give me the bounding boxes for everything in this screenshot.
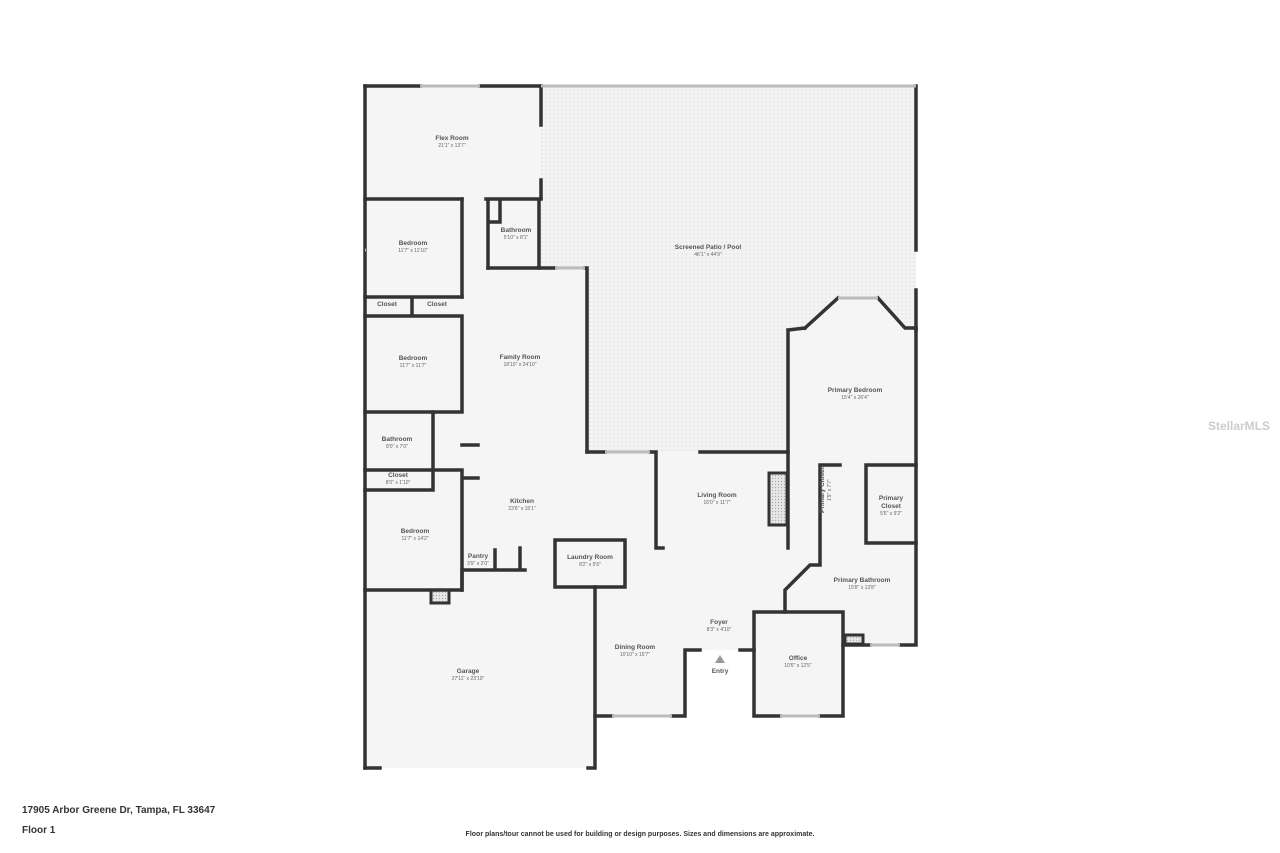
room-dimensions: 10'10" x 15'7" <box>620 652 650 658</box>
room-name: Bathroom <box>382 436 413 443</box>
windows <box>365 84 916 718</box>
utility-box <box>843 633 865 646</box>
room-name: Family Room <box>500 354 541 361</box>
room-dimensions: 23'6" x 15'1" <box>508 506 536 512</box>
utility-box <box>429 588 451 605</box>
room-name: Pantry <box>468 553 489 560</box>
fireplace <box>767 471 789 527</box>
room-dimensions: 8'2" x 5'6" <box>579 562 601 568</box>
room-name: Bedroom <box>401 528 430 535</box>
room-dimensions: 16'0" x 11'7" <box>703 500 730 506</box>
room-name: Foyer <box>710 619 728 626</box>
floor-label: Floor 1 <box>22 825 56 836</box>
room-name: Laundry Room <box>567 554 613 561</box>
room-dimensions: 11'7" x 14'2" <box>401 536 428 542</box>
room-name: Dining Room <box>615 644 656 651</box>
room-name: Bedroom <box>399 355 428 362</box>
entry-label: Entry <box>712 668 729 675</box>
room-dimensions: 3'9" x 2'0" <box>467 561 489 567</box>
room-name: Primary Bedroom <box>828 387 883 394</box>
room-dimensions: 27'11" x 23'10" <box>452 676 485 682</box>
room-dimensions: 8'0" x 7'0" <box>386 444 408 450</box>
property-address: 17905 Arbor Greene Dr, Tampa, FL 33647 <box>22 805 216 816</box>
room-name: Primary Closet <box>819 466 826 513</box>
watermark: StellarMLS <box>1208 419 1271 433</box>
room-name: Flex Room <box>435 135 468 142</box>
walls <box>363 84 918 770</box>
room-dimensions: 5'6" x 9'2" <box>880 511 902 517</box>
room-name: Closet <box>388 472 409 479</box>
room-name: Office <box>789 655 808 662</box>
room-dimensions: 10'6" x 12'5" <box>784 663 812 669</box>
room-dimensions: 1'9" x 7'7" <box>827 479 833 501</box>
disclaimer: Floor plans/tour cannot be used for buil… <box>465 831 815 838</box>
room-dimensions: 8'0" x 1'10" <box>386 480 411 486</box>
patio-area <box>541 86 916 452</box>
room-name: Screened Patio / Pool <box>675 244 742 251</box>
room-name: Closet <box>881 503 902 510</box>
room-name: Garage <box>457 668 480 675</box>
room-name: Primary <box>879 495 904 502</box>
interior-floor <box>365 86 916 768</box>
room-name: Closet <box>427 301 448 308</box>
room-dimensions: 11'7" x 11'7" <box>400 363 427 369</box>
room-name: Closet <box>377 301 398 308</box>
room-dimensions: 8'3" x 4'10" <box>707 627 732 633</box>
room-name: Kitchen <box>510 498 534 505</box>
room-dimensions: 11'7" x 11'10" <box>398 248 428 254</box>
room-dimensions: 21'1" x 13'7" <box>438 143 466 149</box>
entry-arrow-icon <box>715 655 725 663</box>
room-label: Closet <box>377 301 398 308</box>
room-dimensions: 18'10" x 24'10" <box>504 362 537 368</box>
room-name: Bedroom <box>399 240 428 247</box>
room-name: Bathroom <box>501 227 532 234</box>
room-label: Closet <box>427 301 448 308</box>
room-dimensions: 5'10" x 8'1" <box>504 235 529 241</box>
room-name: Primary Bathroom <box>834 577 891 584</box>
room-name: Living Room <box>697 492 737 499</box>
room-dimensions: 46'1" x 44'9" <box>694 252 722 258</box>
room-dimensions: 15'8" x 13'8" <box>848 585 876 591</box>
room-dimensions: 15'4" x 26'4" <box>841 395 869 401</box>
